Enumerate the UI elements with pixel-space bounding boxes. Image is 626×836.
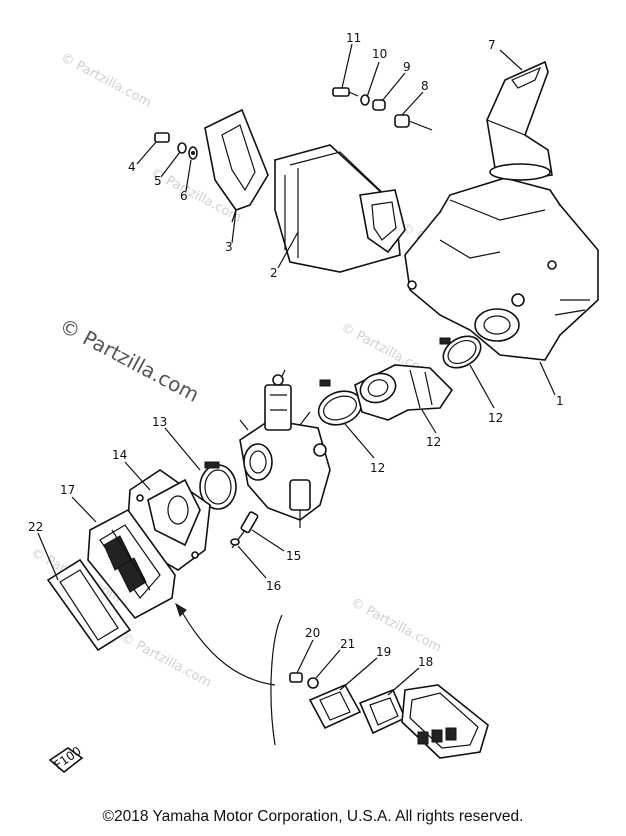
callout-11: 11 [346, 31, 361, 45]
callout-4: 4 [128, 160, 136, 174]
fasteners-16-17 [230, 511, 259, 549]
clamp-12-lower [317, 379, 363, 426]
fasteners-4-5-6 [154, 132, 198, 160]
callout-12-upper: 12 [488, 411, 503, 425]
f100-badge: F100 [48, 744, 84, 774]
watermark-1: © Partzilla.com [58, 50, 154, 110]
subassembly-parts [289, 672, 489, 759]
assembly-arrow [175, 602, 276, 686]
clamp-12-upper [439, 335, 482, 369]
gasket-part [46, 558, 132, 652]
leader-lines [37, 43, 556, 696]
watermark-main: © Partzilla.com [56, 313, 204, 407]
carburetor-part [239, 369, 331, 528]
copyright-notice: ©2018 Yamaha Motor Corporation, U.S.A. A… [102, 808, 524, 825]
filter-element-part [274, 144, 406, 273]
callout-23: 22 [28, 520, 43, 534]
subassembly-bracket [270, 614, 283, 746]
fasteners-8-11 [332, 87, 433, 131]
clamp-14-part [199, 461, 237, 510]
callout-6: 6 [180, 189, 188, 203]
callout-7: 7 [488, 38, 496, 52]
rubber-joint-part [354, 364, 454, 421]
callout-21: 20 [305, 626, 320, 640]
callout-8: 8 [421, 79, 429, 93]
callout-16: 15 [286, 549, 301, 563]
callout-12-lower: 12 [370, 461, 385, 475]
callout-10: 10 [372, 47, 387, 61]
callout-3: 3 [225, 240, 233, 254]
reed-valve-part [87, 508, 176, 620]
watermark-5: © Partzilla.com [348, 595, 444, 655]
callout-15: 14 [112, 448, 127, 462]
callout-18: 17 [60, 483, 75, 497]
intake-duct-part [486, 60, 553, 181]
callout-22: 21 [340, 637, 355, 651]
callout-19: 18 [418, 655, 433, 669]
callout-5: 5 [154, 174, 162, 188]
callout-labels: 11 10 9 8 7 4 5 6 3 2 1 12 12 12 13 14 1… [28, 31, 564, 669]
callout-20: 19 [376, 645, 391, 659]
airbox-part [404, 177, 599, 361]
watermark-6: © Partzilla.com [118, 630, 214, 690]
callout-1: 1 [556, 394, 564, 408]
callout-14: 13 [152, 415, 167, 429]
callout-2: 2 [270, 266, 278, 280]
callout-13: 12 [426, 435, 441, 449]
callout-9: 9 [403, 60, 411, 74]
callout-17: 16 [266, 579, 281, 593]
